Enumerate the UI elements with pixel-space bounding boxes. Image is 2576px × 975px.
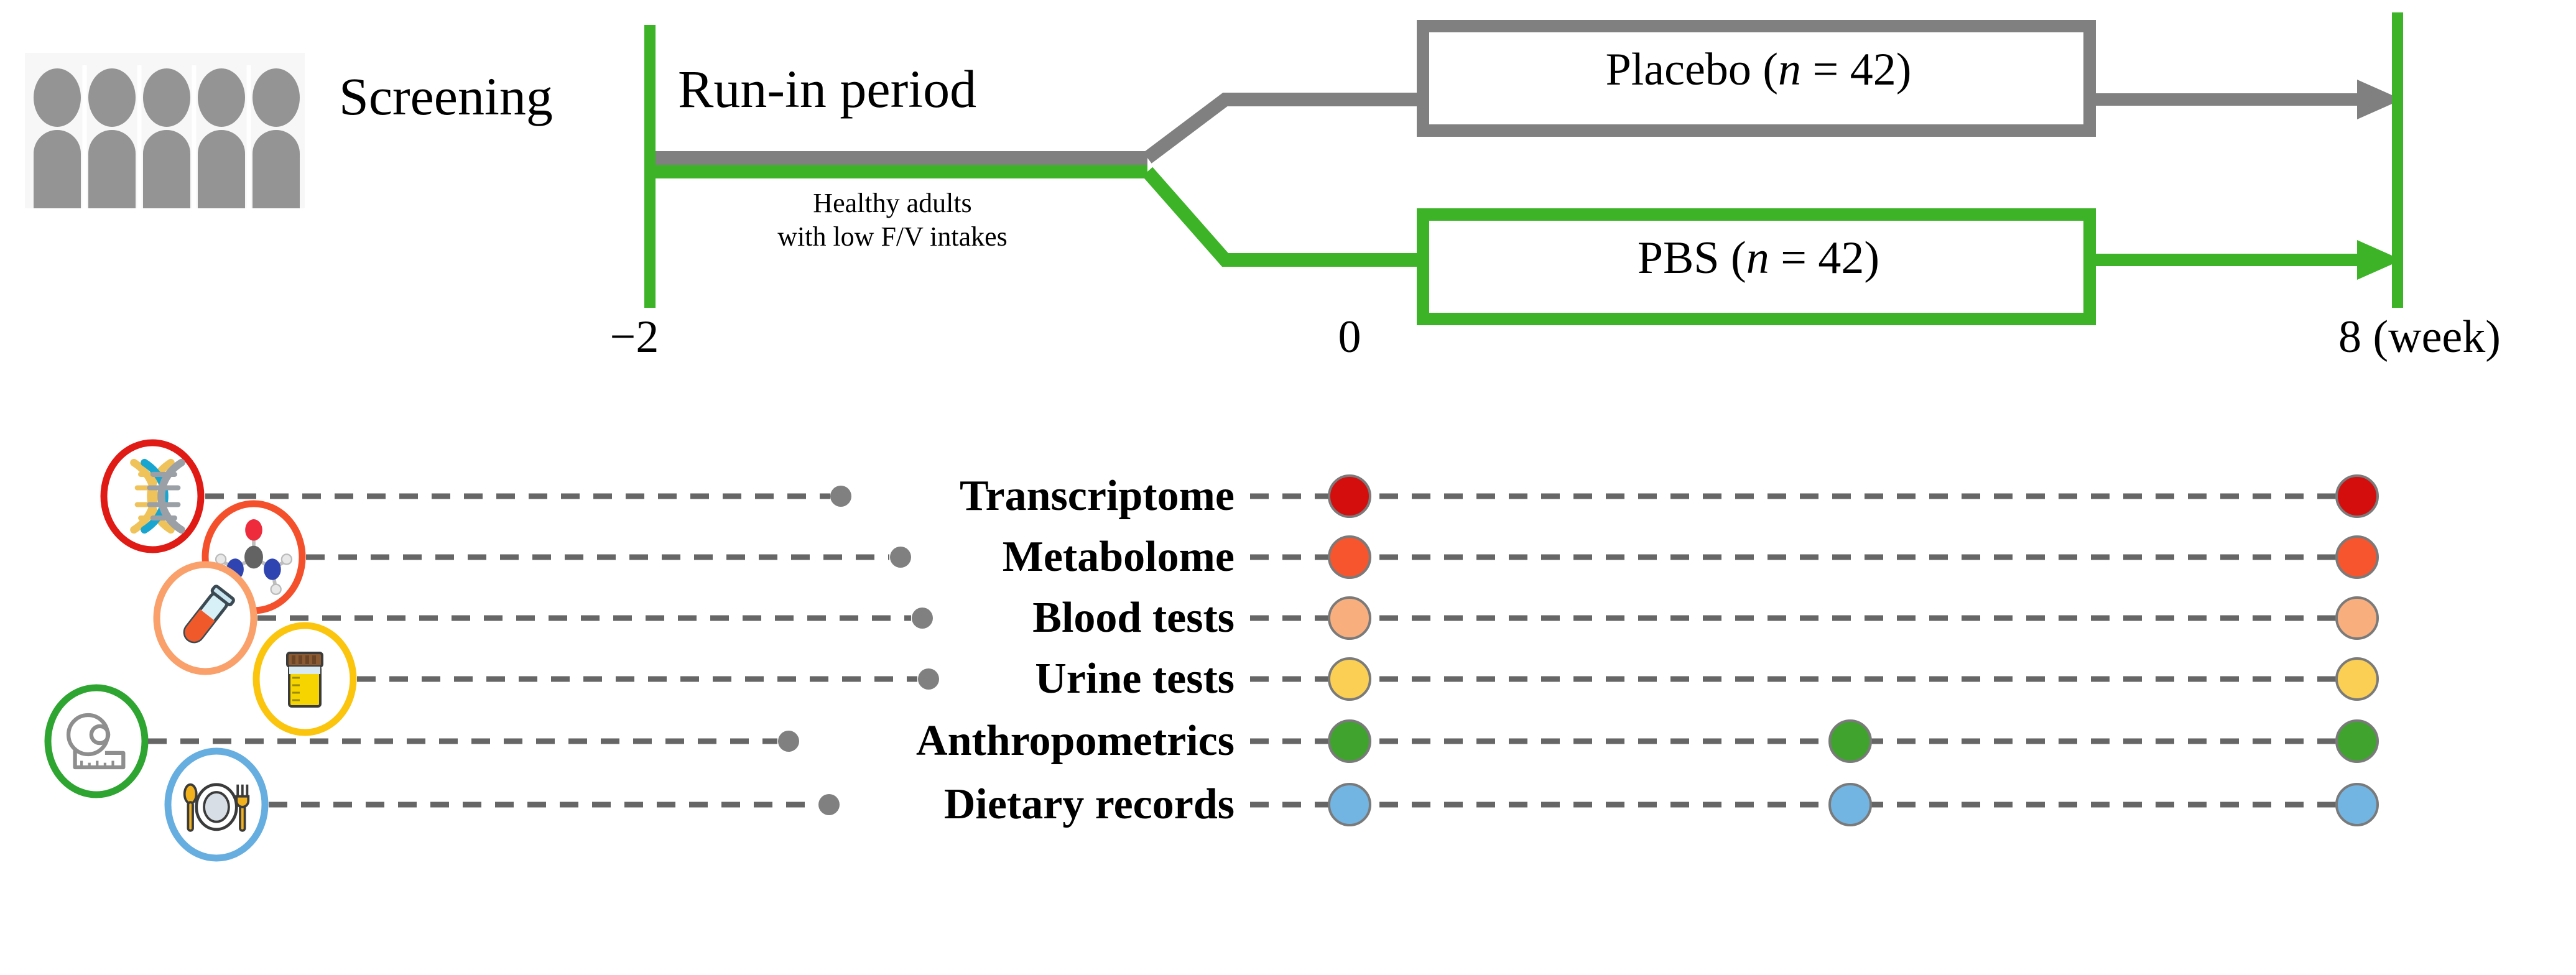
runin-sublabel-line2: with low F/V intakes	[777, 221, 1008, 252]
screening-label: Screening	[339, 67, 553, 126]
week-8-marker	[2392, 12, 2403, 308]
assessment-row-transcriptome	[100, 439, 2379, 553]
runin-gray-line	[650, 151, 1147, 165]
assessment-schedule-graphic	[44, 439, 2379, 862]
visit-dot-week0-dietary-records	[1328, 783, 1371, 826]
placebo-box	[1417, 20, 2096, 137]
placebo-arrow	[2090, 80, 2402, 119]
assessment-row-metabolome	[202, 500, 2379, 614]
urine-cup-icon	[286, 652, 323, 708]
runin-sublabel-line1: Healthy adults	[813, 188, 972, 218]
axis-tick-week-8: 8 (week)	[2338, 312, 2501, 363]
assessment-label-blood-tests: Blood tests	[1032, 594, 1235, 642]
connector-dot-dietary-records	[818, 794, 840, 815]
connector-dot-metabolome	[890, 547, 911, 568]
pbs-branch-line	[1142, 167, 1423, 267]
assessment-row-urine-tests	[253, 622, 2379, 736]
placebo-n-italic: n	[1778, 44, 1801, 95]
connector-dot-anthropometrics	[778, 731, 799, 752]
people-group-icon	[25, 53, 305, 211]
pbs-box	[1417, 208, 2096, 325]
timeline-graphic	[644, 12, 2403, 325]
visit-dot-week8-dietary-records	[2335, 783, 2379, 826]
runin-green-line	[650, 165, 1147, 178]
connector-dot-transcriptome	[830, 486, 851, 507]
dna-glyph-blue	[141, 458, 185, 534]
assessment-label-transcriptome: Transcriptome	[960, 472, 1235, 520]
visit-dot-week4-dietary-records	[1828, 783, 1872, 826]
visit-dot-week0-urine-tests	[1328, 657, 1371, 701]
visit-dot-week0-metabolome	[1328, 535, 1371, 579]
axis-tick-week-neg2: −2	[609, 312, 659, 363]
week-neg2-marker	[644, 25, 656, 308]
runin-sublabel: Healthy adults with low F/V intakes	[712, 187, 1073, 253]
connector-dot-blood-tests	[912, 608, 933, 629]
pbs-label-tail: = 42)	[1769, 233, 1880, 284]
visit-dot-week8-blood-tests	[2335, 596, 2379, 640]
visit-dot-week0-anthropometrics	[1328, 719, 1371, 763]
assessment-row-anthropometrics	[44, 684, 2379, 798]
assessment-row-dietary-records	[164, 747, 2379, 862]
runin-period-label: Run-in period	[678, 59, 977, 119]
placebo-label-tail: = 42)	[1801, 44, 1912, 95]
visit-dot-week0-blood-tests	[1328, 596, 1371, 640]
placebo-branch-line	[1143, 93, 1423, 164]
pbs-arrow	[2090, 240, 2402, 280]
visit-dot-week8-metabolome	[2335, 535, 2379, 579]
pbs-label-head: PBS (	[1637, 233, 1746, 284]
assessment-label-metabolome: Metabolome	[1002, 533, 1235, 581]
visit-dot-week8-anthropometrics	[2335, 719, 2379, 763]
axis-tick-week-0: 0	[1338, 312, 1361, 363]
assessment-label-anthropometrics: Anthropometrics	[916, 717, 1235, 765]
visit-dot-week0-transcriptome	[1328, 474, 1371, 518]
visit-dot-week8-urine-tests	[2335, 657, 2379, 701]
assessment-label-dietary-records: Dietary records	[943, 780, 1235, 828]
connector-dot-urine-tests	[918, 668, 939, 690]
placebo-label-head: Placebo (	[1605, 44, 1778, 95]
pbs-arm-label: PBS (n = 42)	[1430, 235, 2087, 281]
placebo-arm-label: Placebo (n = 42)	[1430, 47, 2087, 93]
assessment-row-blood-tests	[153, 561, 2379, 675]
visit-dot-week4-anthropometrics	[1828, 719, 1872, 763]
pbs-n-italic: n	[1746, 233, 1769, 284]
visit-dot-week8-transcriptome	[2335, 474, 2379, 518]
assessment-label-urine-tests: Urine tests	[1035, 655, 1235, 703]
